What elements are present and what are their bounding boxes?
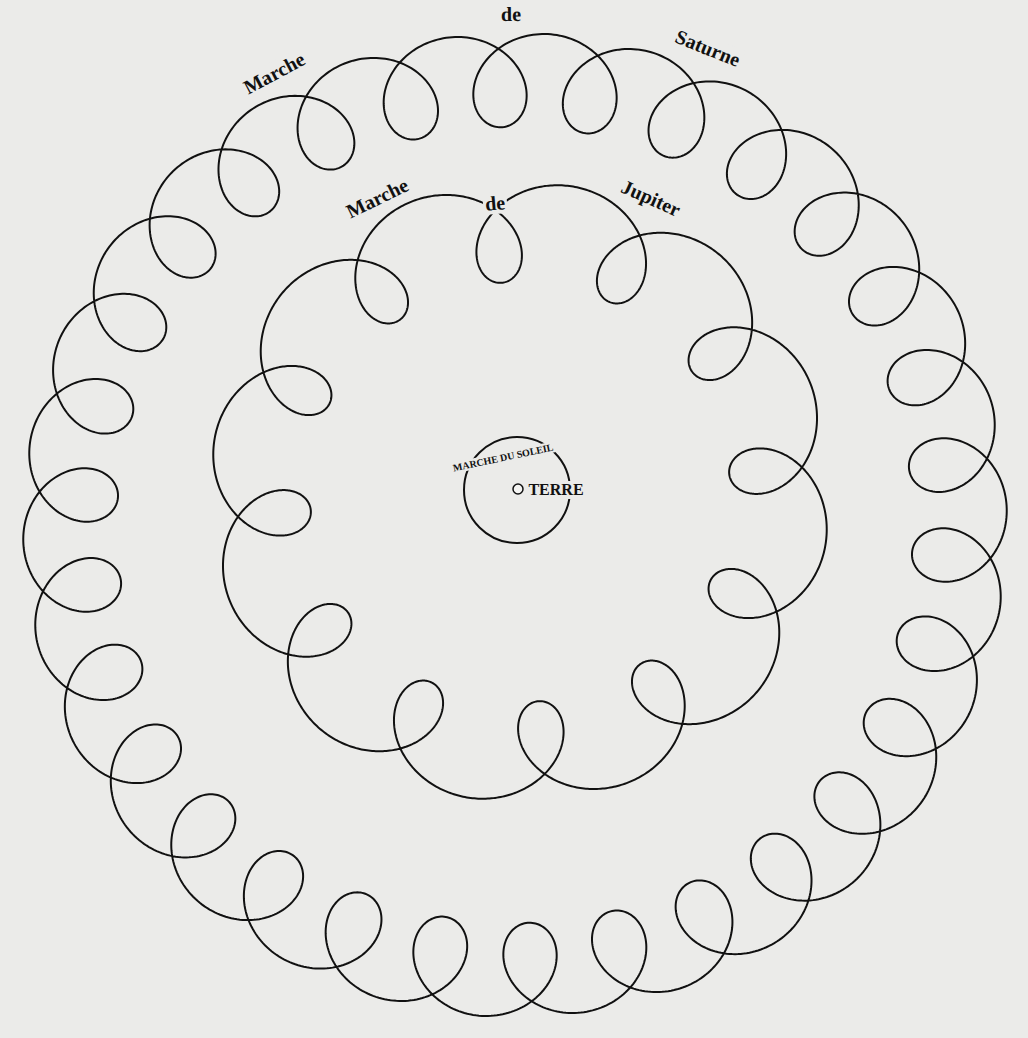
saturn-path [23, 34, 1006, 1016]
orbit-label: de [498, 3, 522, 25]
sun-path-label: MARCHE DU SOLEIL [450, 441, 556, 474]
orbit-label: Marche [340, 173, 413, 224]
jupiter-path [213, 185, 826, 798]
orbit-label: de [482, 191, 508, 215]
earth-label: TERRE [526, 481, 585, 499]
orbit-label: Jupiter [616, 174, 685, 221]
orbit-label: Saturne [670, 25, 745, 72]
earth-dot [513, 484, 523, 494]
orbit-label: Marche [238, 47, 310, 99]
